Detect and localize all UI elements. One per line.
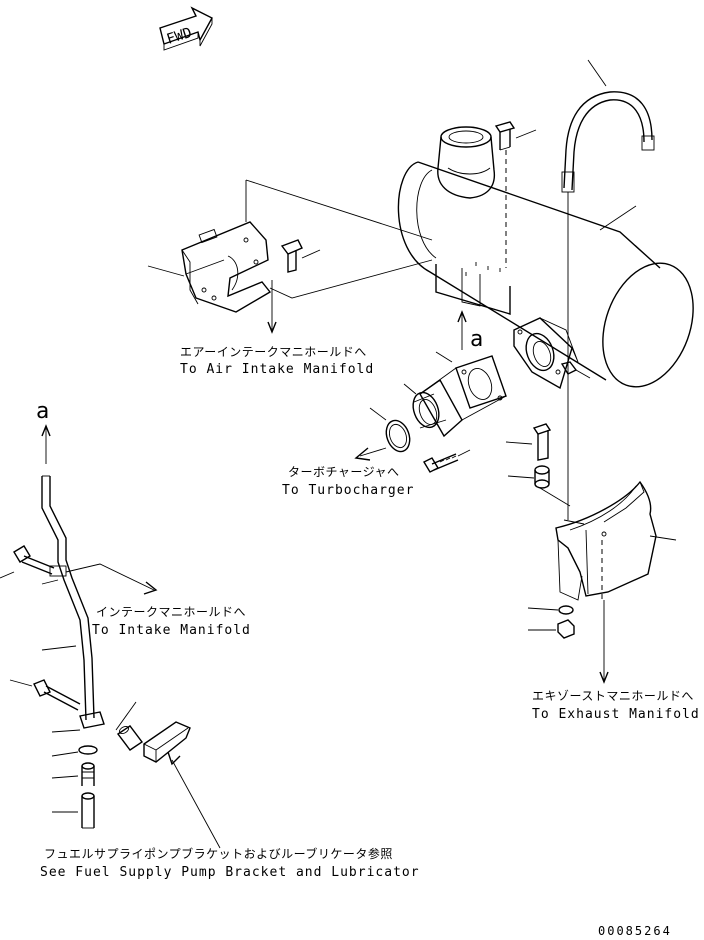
view-a-arrow-lower: a [36, 399, 51, 464]
left-bracket [181, 221, 272, 313]
turbo-label-jp: ターボチャージャへ [288, 465, 400, 479]
lower-stud [52, 792, 95, 829]
exhaust-nut [528, 619, 575, 639]
view-a-letter-upper: a [470, 327, 483, 352]
turbo-connection-parts [385, 355, 507, 453]
bracket-bolt [280, 239, 321, 273]
support-bracket [555, 480, 657, 601]
pump-label-en: See Fuel Supply Pump Bracket and Lubrica… [40, 865, 420, 880]
flange-nut [560, 361, 591, 379]
view-a-arrow-upper: a [457, 310, 483, 352]
long-bent-pipe [41, 475, 105, 729]
exhaust-label-jp: エキゾーストマニホールドへ [532, 689, 694, 703]
air-intake-label-jp: エアーインテークマニホールドへ [180, 345, 367, 359]
spacer-collar [507, 465, 550, 489]
fwd-arrow-icon: FWD [159, 6, 213, 51]
turbo-screw [423, 449, 471, 473]
turbo-label-en: To Turbocharger [282, 483, 414, 498]
intake-label-en: To Intake Manifold [92, 623, 251, 638]
fwd-label: FWD [165, 25, 194, 48]
pump-label-jp: フュエルサプライポンプブラケットおよびルーブリケータ参照 [44, 846, 393, 861]
exhaust-label-en: To Exhaust Manifold [532, 707, 700, 722]
pipe-washer [51, 729, 98, 757]
threaded-stud [51, 762, 95, 786]
air-chamber-tank [397, 126, 694, 390]
clamp-bolt-upper [0, 545, 55, 579]
pipe-sleeve [115, 701, 144, 751]
pump-bracket-piece [143, 721, 191, 763]
exhaust-washer [527, 605, 574, 615]
right-bolt [505, 423, 552, 461]
top-bolt [494, 121, 537, 268]
view-a-letter-lower: a [36, 399, 49, 424]
intake-label-jp: インテークマニホールドへ [96, 605, 246, 619]
air-intake-label-en: To Air Intake Manifold [180, 362, 374, 377]
long-bolt [9, 679, 81, 711]
drawing-number: 00085264 [598, 924, 672, 938]
u-tube-part [561, 91, 655, 193]
